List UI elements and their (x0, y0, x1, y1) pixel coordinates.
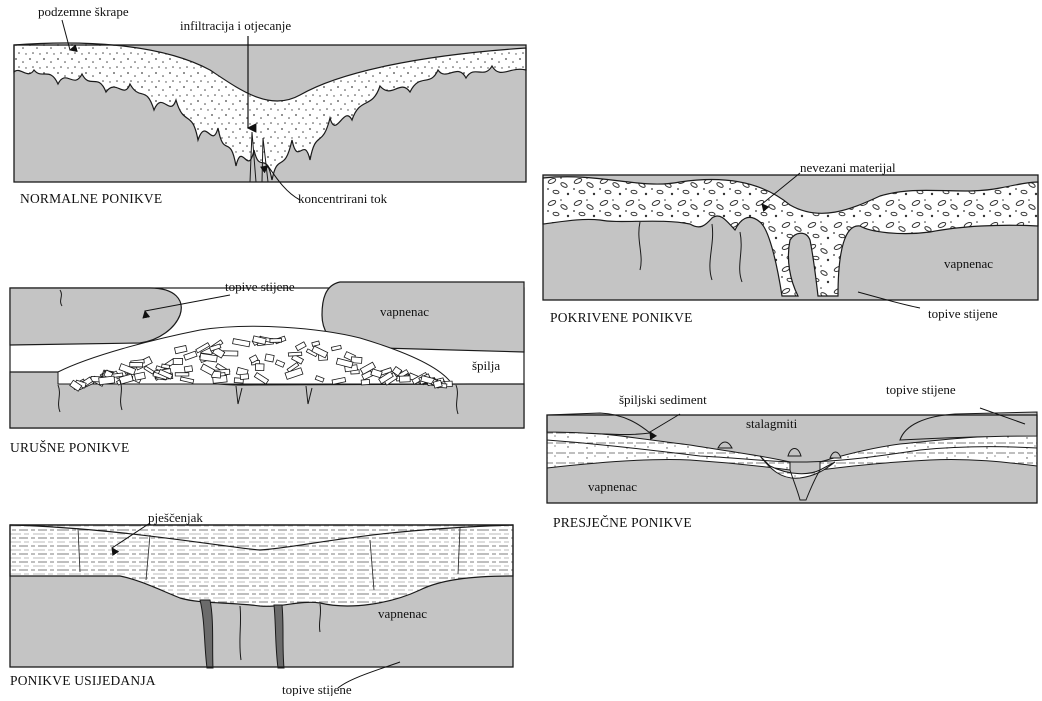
label-spiljski-sediment: špiljski sediment (619, 392, 707, 407)
rubble-block (270, 339, 282, 343)
label-spilja: špilja (472, 358, 500, 373)
rubble-block (255, 364, 264, 371)
caption-pokrivene-ponikve: POKRIVENE PONIKVE (550, 310, 693, 325)
label-koncentrirani-tok: koncentrirani tok (298, 191, 388, 206)
panel-pokrivene-ponikve: nevezani materijal vapnenac topive stije… (543, 160, 1038, 325)
rubble-block (184, 366, 192, 373)
label-topive-stijene: topive stijene (886, 382, 956, 397)
rubble-block (130, 362, 143, 366)
panel-ponikve-usijedanja: pješčenjak vapnenac topive stijene PONIK… (10, 510, 513, 696)
rubble-block (288, 352, 301, 356)
label-topive-stijene: topive stijene (928, 306, 998, 321)
label-vapnenac: vapnenac (380, 304, 429, 319)
rubble-block (399, 376, 410, 382)
caption-normalne-ponikve: NORMALNE PONIKVE (20, 191, 162, 206)
rubble-block (175, 373, 189, 376)
label-topive-stijene: topive stijene (282, 682, 352, 696)
label-vapnenac: vapnenac (944, 256, 993, 271)
label-infiltracija: infiltracija i otjecanje (180, 18, 291, 33)
rubble-block (223, 351, 238, 356)
label-vapnenac: vapnenac (378, 606, 427, 621)
caption-urusne-ponikve: URUŠNE PONIKVE (10, 440, 129, 455)
label-pjescenjak: pješčenjak (148, 510, 203, 525)
label-nevezani-materijal: nevezani materijal (800, 160, 896, 175)
panel-urusne-ponikve: topive stijene vapnenac špilja URUŠNE PO… (10, 279, 524, 455)
caption-presjecne-ponikve: PRESJEČNE PONIKVE (553, 515, 692, 530)
rubble-block (162, 364, 170, 369)
rubble-block (134, 372, 145, 380)
label-vapnenac: vapnenac (588, 479, 637, 494)
rubble-block (99, 376, 115, 385)
rubble-block (240, 374, 249, 380)
rubble-block (173, 358, 182, 364)
rubble-block (265, 354, 274, 362)
rock-upper-left (10, 288, 181, 345)
panel-normalne-ponikve: podzemne škrape infiltracija i otjecanje… (14, 4, 526, 206)
panel-presjecne-ponikve: špiljski sediment stalagmiti topive stij… (547, 382, 1037, 530)
label-stalagmiti: stalagmiti (746, 416, 798, 431)
label-podzemne-skrape: podzemne škrape (38, 4, 129, 19)
caption-ponikve-usijedanja: PONIKVE USIJEDANJA (10, 673, 156, 688)
label-topive-stijene: topive stijene (225, 279, 295, 294)
rubble-block (361, 379, 369, 384)
